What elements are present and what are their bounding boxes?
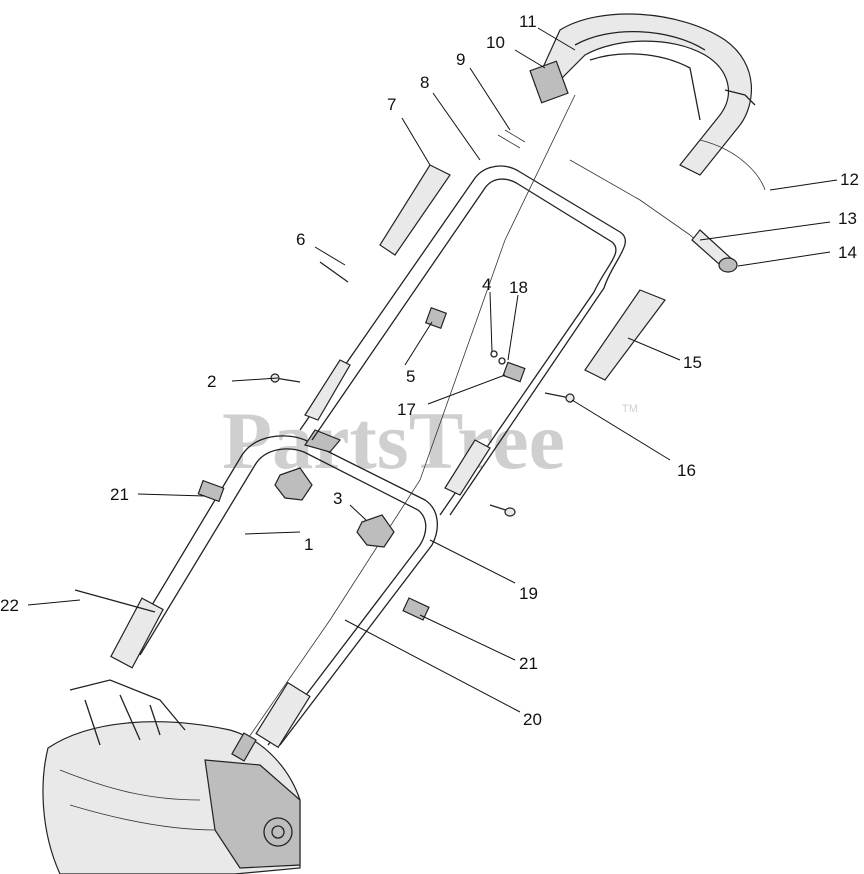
- callout-5: 5: [406, 367, 415, 386]
- callout-11: 11: [519, 12, 537, 31]
- callout-10: 10: [486, 33, 505, 52]
- callout-22: 22: [0, 596, 19, 615]
- callout-18: 18: [509, 278, 528, 297]
- watermark-brand: PartsTree: [222, 395, 565, 486]
- callout-labels: 1 2 3 4 5 6 7 8 9 10 11 12 13 14 15 16 1…: [0, 12, 859, 729]
- callout-4: 4: [482, 275, 491, 294]
- brackets: [379, 164, 666, 381]
- callout-9: 9: [456, 50, 465, 69]
- callout-1: 1: [304, 535, 313, 554]
- callout-21-lower: 21: [519, 654, 538, 673]
- watermark-trademark: TM: [622, 403, 638, 415]
- mower-deck: [42, 679, 301, 874]
- leader-lines: [27, 27, 838, 713]
- callout-19: 19: [519, 584, 538, 603]
- callout-7: 7: [387, 95, 396, 114]
- hardware: [197, 129, 575, 621]
- callout-13: 13: [838, 209, 857, 228]
- callout-12: 12: [840, 170, 859, 189]
- upper-handle: [299, 165, 627, 516]
- cable-tie: [74, 589, 156, 613]
- callout-17: 17: [397, 400, 416, 419]
- bail-bar: [529, 13, 756, 176]
- lower-handle: [110, 429, 438, 749]
- callout-3: 3: [333, 489, 342, 508]
- callout-8: 8: [420, 73, 429, 92]
- callout-20: 20: [523, 710, 542, 729]
- handle-knobs: [274, 467, 395, 548]
- callout-14: 14: [838, 243, 857, 262]
- callout-15: 15: [683, 353, 702, 372]
- callout-16: 16: [677, 461, 696, 480]
- callout-2: 2: [207, 372, 216, 391]
- callout-6: 6: [296, 230, 305, 249]
- callout-21-upper: 21: [110, 485, 129, 504]
- control-cables: [231, 94, 766, 762]
